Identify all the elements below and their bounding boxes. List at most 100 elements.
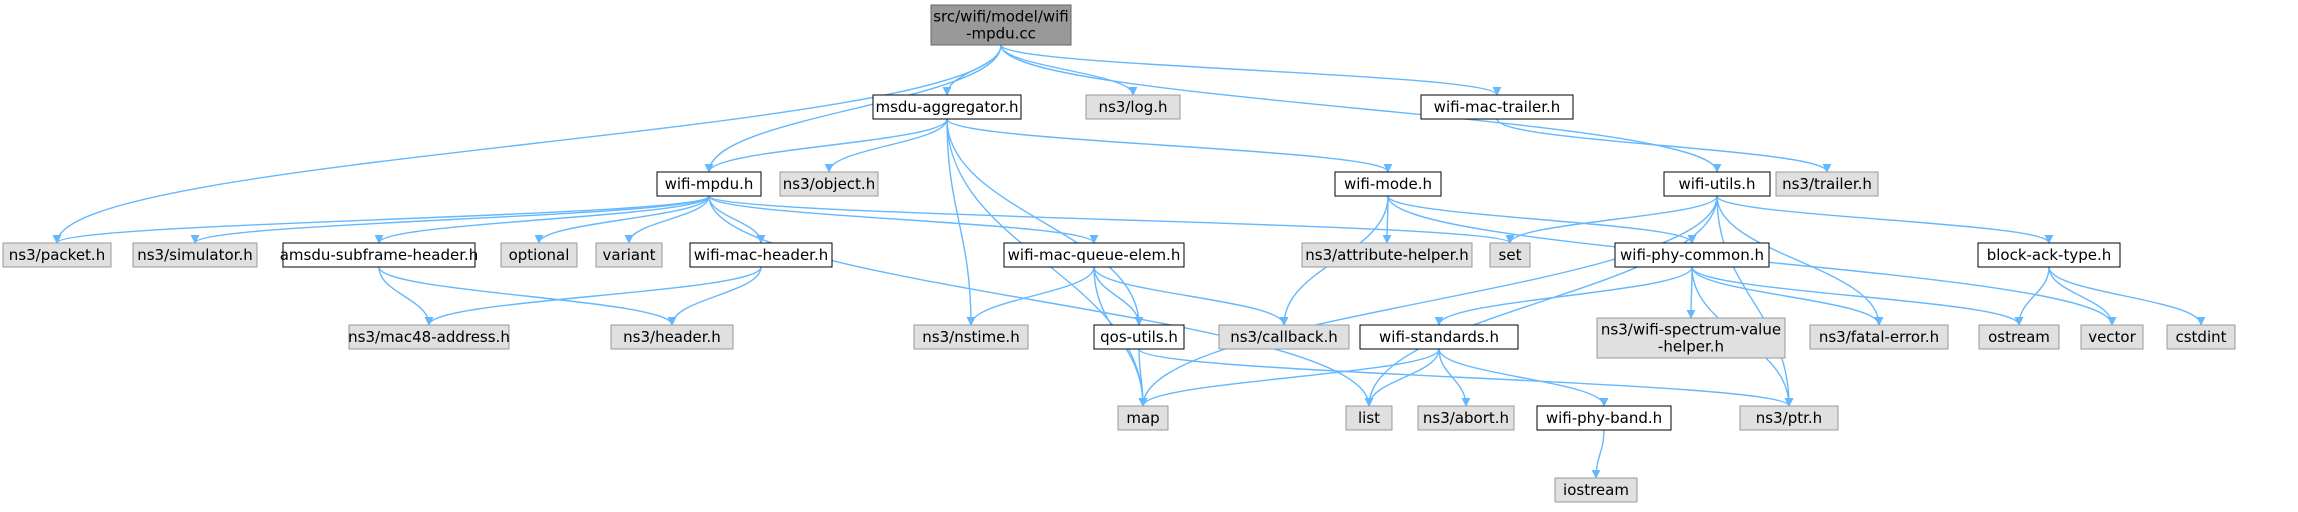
node-qos[interactable]: qos-utils.h — [1093, 324, 1185, 350]
node-label: map — [1126, 409, 1159, 427]
node-label: wifi-phy-band.h — [1546, 409, 1662, 427]
node-box — [2, 242, 112, 268]
node-box — [1739, 405, 1839, 431]
node-spectrum: ns3/wifi-spectrum-value-helper.h — [1596, 317, 1786, 359]
edge-mode-to-phycommon — [1387, 195, 1697, 244]
edge-mpdu-to-queueelem — [708, 195, 1099, 244]
node-phycommon[interactable]: wifi-phy-common.h — [1614, 242, 1770, 268]
node-phyband[interactable]: wifi-phy-band.h — [1536, 405, 1672, 431]
node-mactrailer[interactable]: wifi-mac-trailer.h — [1420, 94, 1574, 120]
node-standards[interactable]: wifi-standards.h — [1359, 324, 1519, 350]
node-mode[interactable]: wifi-mode.h — [1334, 171, 1442, 197]
node-list: list — [1345, 405, 1393, 431]
edge-msdu-to-object — [824, 118, 948, 173]
node-label: ns3/object.h — [783, 175, 875, 193]
edge-queueelem-to-qos — [1093, 266, 1144, 326]
node-label: ns3/callback.h — [1230, 328, 1338, 346]
node-label: list — [1358, 409, 1380, 427]
node-label: ns3/abort.h — [1423, 409, 1509, 427]
node-box — [1093, 324, 1185, 350]
node-packet: ns3/packet.h — [2, 242, 112, 268]
node-label: ns3/trailer.h — [1782, 175, 1872, 193]
node-label: ns3/attribute-helper.h — [1305, 246, 1468, 264]
node-object: ns3/object.h — [779, 171, 879, 197]
node-box — [1003, 242, 1185, 268]
edge-queueelem-to-callback — [1093, 266, 1289, 326]
edge-msdu-to-mpdu — [704, 118, 948, 173]
edge-queueelem-to-nstime — [966, 266, 1095, 326]
edge-msdu-to-nstime — [946, 118, 976, 326]
node-box — [1085, 94, 1181, 120]
edge-utils-to-set — [1505, 195, 1718, 244]
edge-mpdu-to-optional — [534, 195, 710, 244]
node-label: ns3/log.h — [1098, 98, 1167, 116]
node-header: ns3/header.h — [610, 324, 734, 350]
edge-msdu-to-qos — [946, 118, 1144, 326]
node-ostream: ostream — [1978, 324, 2060, 350]
edge-root-to-mpdu — [704, 44, 1002, 173]
node-box — [1218, 324, 1350, 350]
node-box — [1663, 171, 1771, 197]
node-box — [610, 324, 734, 350]
edge-blockack-to-vector — [2048, 266, 2117, 326]
node-queueelem[interactable]: wifi-mac-queue-elem.h — [1003, 242, 1185, 268]
node-label: ostream — [1988, 328, 2050, 346]
node-label: wifi-mac-trailer.h — [1434, 98, 1561, 116]
node-simulator: ns3/simulator.h — [132, 242, 258, 268]
node-blockack[interactable]: block-ack-type.h — [1977, 242, 2121, 268]
edge-amsdu-to-header — [378, 266, 677, 326]
edge-mactrailer-to-trailer — [1496, 118, 1832, 173]
edge-blockack-to-cstdint — [2048, 266, 2206, 326]
node-box — [1359, 324, 1519, 350]
node-label: wifi-mac-queue-elem.h — [1008, 246, 1181, 264]
node-abort: ns3/abort.h — [1417, 405, 1515, 431]
node-label: wifi-mpdu.h — [665, 175, 754, 193]
edge-root-to-utils — [1000, 44, 1722, 173]
node-root[interactable]: src/wifi/model/wifi-mpdu.cc — [930, 4, 1072, 46]
node-iostream: iostream — [1554, 477, 1638, 503]
node-label: ns3/header.h — [623, 328, 721, 346]
edge-root-to-log — [1000, 44, 1138, 96]
node-box — [282, 242, 476, 268]
node-label: ns3/mac48-address.h — [348, 328, 510, 346]
node-label: vector — [2088, 328, 2136, 346]
node-label: -helper.h — [1658, 338, 1724, 356]
edge-standards-to-phyband — [1438, 348, 1609, 407]
node-msdu[interactable]: msdu-aggregator.h — [872, 94, 1022, 120]
edges-layer — [52, 44, 2206, 479]
node-box — [132, 242, 258, 268]
edge-mpdu-to-simulator — [190, 195, 710, 244]
node-box — [2166, 324, 2236, 350]
node-box — [689, 242, 833, 268]
node-label: wifi-phy-common.h — [1620, 246, 1764, 264]
node-box — [1809, 324, 1949, 350]
node-box — [500, 242, 578, 268]
edge-mpdu-to-variant — [624, 195, 710, 244]
node-label: wifi-mac-header.h — [694, 246, 829, 264]
node-box — [1117, 405, 1169, 431]
node-amsdu[interactable]: amsdu-subframe-header.h — [280, 242, 479, 268]
node-label: -mpdu.cc — [966, 25, 1036, 43]
node-box — [872, 94, 1022, 120]
node-box — [1775, 171, 1879, 197]
node-label: wifi-standards.h — [1379, 328, 1499, 346]
node-machdr[interactable]: wifi-mac-header.h — [689, 242, 833, 268]
edge-standards-to-abort — [1438, 348, 1471, 407]
node-box — [595, 242, 663, 268]
node-set: set — [1489, 242, 1531, 268]
edge-blockack-to-ostream — [2014, 266, 2050, 326]
edge-standards-to-map — [1138, 348, 1440, 407]
node-label: qos-utils.h — [1100, 328, 1178, 346]
edge-phycommon-to-fatal — [1691, 266, 1884, 326]
node-utils[interactable]: wifi-utils.h — [1663, 171, 1771, 197]
edge-machdr-to-header — [667, 266, 762, 326]
edge-utils-to-map — [1138, 195, 1718, 407]
node-label: wifi-mode.h — [1344, 175, 1432, 193]
node-box — [1420, 94, 1574, 120]
node-box — [1614, 242, 1770, 268]
node-box — [1334, 171, 1442, 197]
node-box — [913, 324, 1029, 350]
edge-amsdu-to-mac48 — [378, 266, 434, 326]
node-attrhelper: ns3/attribute-helper.h — [1301, 242, 1473, 268]
node-mpdu[interactable]: wifi-mpdu.h — [656, 171, 762, 197]
